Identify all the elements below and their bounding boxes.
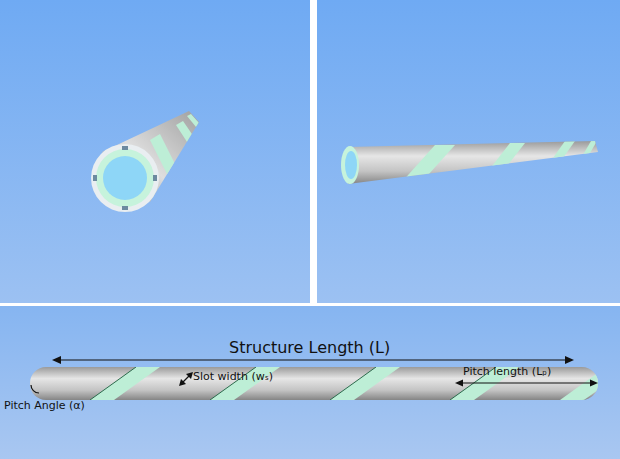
dimension-label: Structure Length (L) <box>229 339 390 357</box>
dimension-label: Pitch Angle (α) <box>4 400 85 413</box>
dimension-label: Slot width (wₛ) <box>193 371 273 384</box>
dimension-label: Pitch length (Lₚ) <box>463 366 551 379</box>
